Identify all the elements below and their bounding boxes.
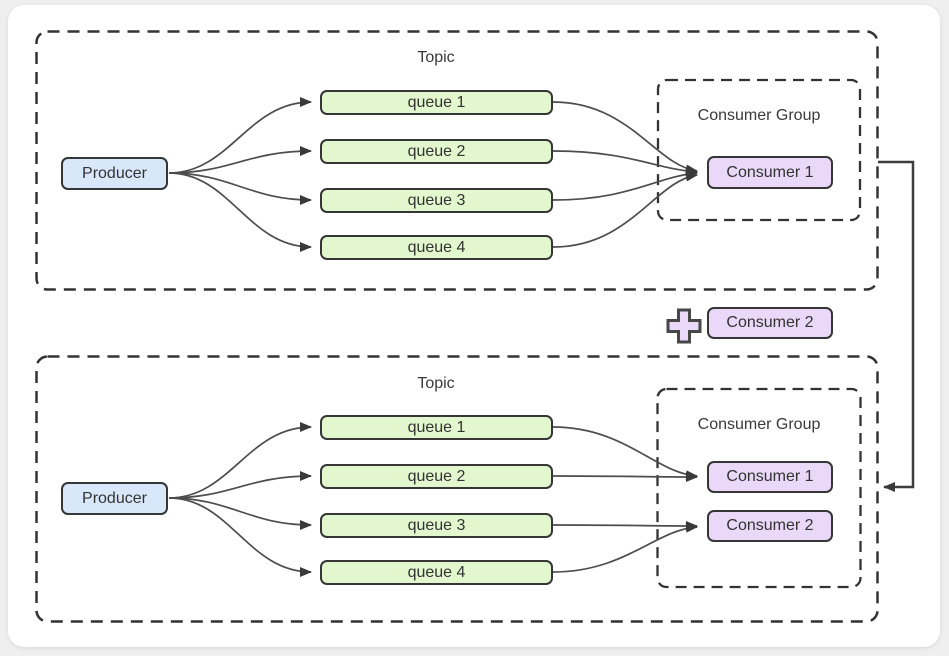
top-consumer-group-title: Consumer Group bbox=[697, 107, 821, 124]
top-topic-title: Topic bbox=[417, 49, 455, 66]
arrow-top-producer-queue4 bbox=[168, 172, 312, 252]
bottom-consumer-2-box: Consumer 2 bbox=[707, 510, 833, 542]
bottom-consumer-1-box: Consumer 1 bbox=[707, 461, 833, 493]
arrow-top-producer-queue2 bbox=[168, 146, 312, 174]
arrow-bottom-queue4-consumer2 bbox=[552, 522, 698, 573]
plus-icon bbox=[666, 308, 702, 344]
bottom-queue-1-box: queue 1 bbox=[320, 415, 553, 440]
arrow-bottom-producer-queue1 bbox=[168, 422, 312, 499]
top-consumer-group-border bbox=[656, 78, 862, 222]
top-queue-1-box: queue 1 bbox=[320, 90, 553, 115]
arrow-bottom-producer-queue4 bbox=[168, 497, 312, 577]
arrow-top-queue1-consumer1 bbox=[552, 101, 698, 175]
bottom-queue-4-box: queue 4 bbox=[320, 560, 553, 585]
arrow-bottom-queue1-consumer1 bbox=[552, 426, 698, 481]
bottom-consumer-group-title: Consumer Group bbox=[697, 416, 821, 433]
top-producer-box: Producer bbox=[61, 157, 168, 190]
arrow-bottom-producer-queue2 bbox=[168, 471, 312, 499]
top-queue-arrows bbox=[552, 101, 698, 248]
top-consumer-1-box: Consumer 1 bbox=[707, 156, 833, 189]
bottom-queue-3-box: queue 3 bbox=[320, 513, 553, 538]
top-producer-arrows bbox=[168, 97, 312, 252]
arrow-top-queue4-consumer1 bbox=[552, 171, 698, 248]
bottom-consumer-group-border bbox=[656, 387, 862, 589]
arrow-top-queue3-consumer1 bbox=[552, 169, 698, 201]
arrow-bottom-queue2-consumer1 bbox=[552, 471, 698, 482]
arrow-top-producer-queue3 bbox=[168, 172, 312, 205]
bottom-queue-arrows bbox=[552, 426, 698, 573]
arrow-top-panel-to-bottom-panel bbox=[878, 160, 915, 492]
arrow-bottom-queue3-consumer2 bbox=[552, 520, 698, 531]
bottom-producer-box: Producer bbox=[61, 482, 168, 515]
arrow-bottom-producer-queue3 bbox=[168, 497, 312, 530]
top-queue-2-box: queue 2 bbox=[320, 139, 553, 164]
bottom-producer-arrows bbox=[168, 422, 312, 577]
arrow-top-producer-queue1 bbox=[168, 97, 312, 174]
arrow-top-queue2-consumer1 bbox=[552, 150, 698, 177]
bottom-queue-2-box: queue 2 bbox=[320, 464, 553, 489]
bottom-topic-panel-border bbox=[35, 355, 879, 623]
top-queue-4-box: queue 4 bbox=[320, 235, 553, 260]
bottom-topic-title: Topic bbox=[417, 375, 455, 392]
top-queue-3-box: queue 3 bbox=[320, 188, 553, 213]
top-topic-panel-border bbox=[35, 30, 879, 291]
added-consumer-2-box: Consumer 2 bbox=[707, 307, 833, 339]
